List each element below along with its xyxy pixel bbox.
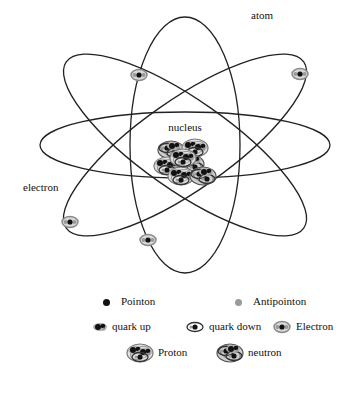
- orbit: [130, 17, 240, 273]
- part-label: electron: [22, 181, 59, 194]
- nucleus-cluster: [154, 139, 216, 186]
- legend-text: Proton: [157, 346, 188, 358]
- electron-icon: [131, 70, 147, 81]
- orbit: [40, 25, 329, 265]
- legend-entry: neutron: [247, 346, 283, 359]
- orbit: [40, 25, 329, 265]
- legend-text: quark up: [111, 320, 152, 332]
- legend-entry: Pointon: [120, 295, 156, 308]
- legend-entry: Proton: [157, 346, 188, 359]
- quark-up-icon: [93, 323, 107, 331]
- legend-entry: quark down: [208, 320, 262, 333]
- electron-icon: [140, 235, 156, 246]
- part-label-text: electron: [22, 181, 59, 193]
- legend-swatch: [103, 299, 110, 306]
- legend-text: quark down: [208, 320, 262, 332]
- proton-icon: [127, 344, 153, 362]
- part-label: atom: [250, 9, 274, 22]
- legend-text: Pointon: [120, 295, 156, 307]
- legend-text: Antipointon: [252, 295, 307, 307]
- neutron-icon: [217, 343, 243, 363]
- legend-text: neutron: [247, 346, 283, 358]
- legend-text: Electron: [295, 320, 334, 332]
- legend-entry: Antipointon: [252, 295, 307, 308]
- part-label-text: atom: [250, 9, 274, 21]
- electron-icon: [292, 69, 308, 80]
- part-label: nucleus: [167, 121, 203, 134]
- electron-icon: [274, 322, 290, 333]
- part-label-text: nucleus: [167, 121, 203, 133]
- electron-icon: [62, 217, 78, 228]
- legend-entry: Electron: [295, 320, 334, 333]
- orbits: [40, 17, 330, 273]
- electrons: [62, 69, 308, 246]
- quark-down-icon: [187, 323, 203, 332]
- legend-entry: quark up: [111, 320, 152, 333]
- legend-swatch: [235, 299, 242, 306]
